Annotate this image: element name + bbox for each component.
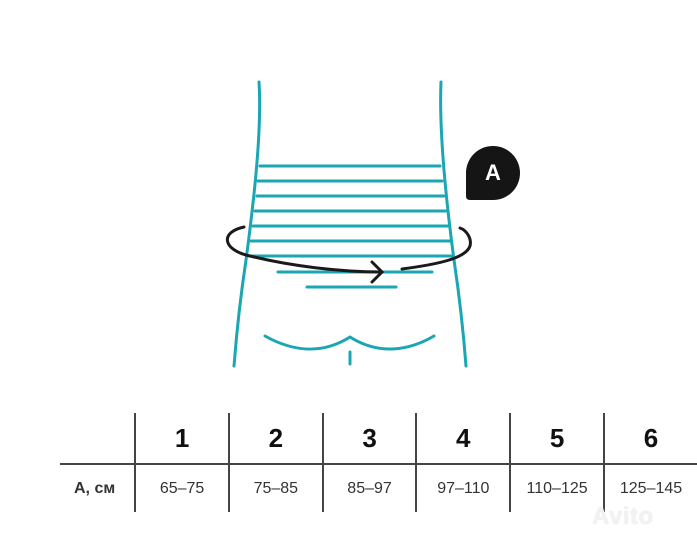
measurement-arrow xyxy=(225,225,472,284)
row-label: А, см xyxy=(74,479,116,497)
size-2: 2 xyxy=(227,413,323,465)
size-3: 3 xyxy=(321,413,417,465)
size-table: 1 2 3 4 5 6 А, см 65–75 75–85 85–97 97–1… xyxy=(60,413,697,512)
range-row: А, см 65–75 75–85 85–97 97–110 110–125 1… xyxy=(60,464,697,512)
size-5: 5 xyxy=(509,413,605,465)
size-6: 6 xyxy=(603,413,697,465)
range-2: 75–85 xyxy=(227,464,323,512)
measure-badge-icon xyxy=(466,146,520,200)
header-empty-cell xyxy=(60,413,136,465)
avito-watermark: Avito xyxy=(592,503,654,530)
waist-diagram xyxy=(225,80,520,368)
torso-outline xyxy=(232,80,468,368)
measure-badge-label: A xyxy=(485,160,501,185)
range-6: 125–145 xyxy=(603,464,697,512)
range-1: 65–75 xyxy=(134,464,229,512)
range-4: 97–110 xyxy=(415,464,511,512)
size-header-row: 1 2 3 4 5 6 xyxy=(60,413,697,465)
size-4: 4 xyxy=(415,413,511,465)
size-1: 1 xyxy=(134,413,229,465)
range-5: 110–125 xyxy=(509,464,605,512)
range-3: 85–97 xyxy=(321,464,417,512)
